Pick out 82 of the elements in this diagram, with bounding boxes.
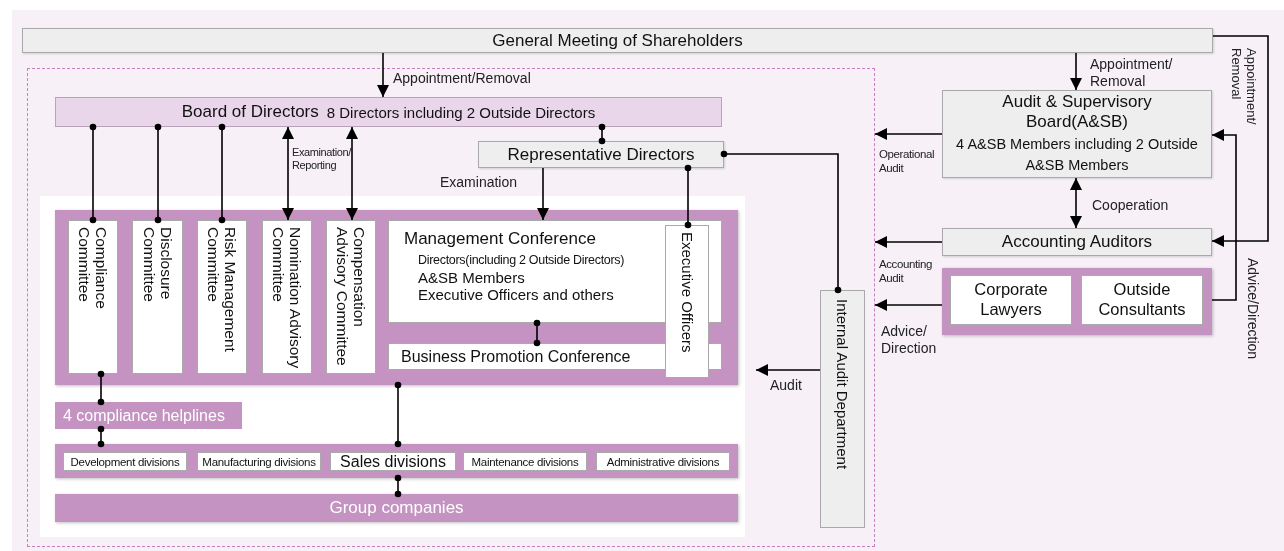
arrow <box>346 126 358 221</box>
connector-line <box>394 381 402 448</box>
edge-label: Advice/ Direction <box>881 323 938 357</box>
arrow <box>755 364 821 376</box>
department-box <box>820 290 865 528</box>
dashed-boundary <box>27 68 875 547</box>
arrow <box>874 128 943 140</box>
helpline-box <box>55 402 242 429</box>
node-title: Disclosure Committee <box>140 227 175 304</box>
node-title: Representative Directors <box>507 144 695 165</box>
node-text: 4 A&SB Members including 2 Outside A&SB Members <box>955 135 1199 176</box>
advisor-box <box>950 275 1072 325</box>
panel <box>55 444 738 478</box>
connector-line <box>394 474 402 498</box>
division-box <box>596 452 730 471</box>
division-box <box>63 452 187 471</box>
connector-line <box>218 123 226 224</box>
node-title: Compensation Advisory Committee <box>333 227 369 368</box>
advisor-box <box>1081 275 1203 325</box>
node-text: 8 Directors including 2 Outside Directors <box>326 103 596 121</box>
division-box <box>463 452 587 471</box>
arrow <box>377 52 389 98</box>
arrow <box>874 236 943 248</box>
edge-label: Examination <box>440 174 518 191</box>
edge-label: Examination/ Reporting <box>292 146 352 173</box>
node-title: Sales divisions <box>340 452 446 471</box>
node-title: Maintenance divisions <box>471 455 579 468</box>
node-title: Compliance Committee <box>75 227 111 311</box>
division-box <box>197 452 321 471</box>
edge-label: Operational Audit <box>879 148 936 176</box>
division-box <box>330 452 456 471</box>
node-title: Executive Officers <box>678 232 696 353</box>
arrow <box>537 167 549 221</box>
edge-label: Cooperation <box>1092 197 1169 214</box>
edge-label: Appointment/Removal <box>393 70 531 87</box>
connector-line <box>97 425 105 448</box>
node-title: Outside Consultants <box>1097 280 1187 320</box>
node-title: Development divisions <box>70 455 180 468</box>
process-box <box>478 141 724 168</box>
committee-box <box>326 220 376 374</box>
process-box <box>942 228 1212 256</box>
node-title: Internal Audit Department <box>834 299 851 470</box>
node-title: General Meeting of Shareholders <box>492 30 743 51</box>
arrow <box>282 126 294 221</box>
node-title: Accounting Auditors <box>1001 232 1153 252</box>
arrow <box>1070 52 1082 91</box>
node-title: Manufacturing divisions <box>202 455 316 468</box>
arrow <box>1211 35 1269 247</box>
connector-line <box>684 164 692 229</box>
edge-label: Audit <box>770 377 802 394</box>
board-box <box>942 90 1212 178</box>
edge-label: Advice/Direction <box>1244 258 1261 360</box>
panel <box>55 210 738 385</box>
group-box <box>55 494 738 522</box>
committee-box <box>197 220 247 374</box>
edge-label: Appointment/ Removal <box>1090 56 1174 90</box>
connector-line <box>89 123 97 224</box>
node-title: Group companies <box>329 498 464 518</box>
committee-box <box>262 220 312 374</box>
committee-box <box>68 220 118 374</box>
panel <box>942 268 1212 335</box>
node-title: Nomination Advisory Committee <box>269 227 305 371</box>
arrow <box>1070 177 1082 229</box>
node-title: Corporate Lawyers <box>973 280 1049 320</box>
edge-label: Appointment/ Removal <box>1228 48 1260 127</box>
arrow <box>874 299 943 311</box>
connector-line <box>154 123 162 224</box>
node-title: Board of Directors <box>181 102 319 122</box>
board-box <box>55 97 722 127</box>
officers-box <box>665 225 709 378</box>
node-title: Administrative divisions <box>606 455 720 468</box>
connector-line <box>720 150 842 294</box>
connector-line <box>598 123 606 145</box>
connector-line <box>97 370 105 406</box>
node-title: 4 compliance helplines <box>63 406 225 425</box>
node-title: Business Promotion Conference <box>401 347 631 366</box>
node-title: Audit & Supervisory Board(A&SB) <box>1001 91 1153 133</box>
arrow <box>1211 129 1237 301</box>
connector-line <box>533 319 541 347</box>
committee-box <box>132 220 183 374</box>
process-box <box>22 28 1213 53</box>
node-title: Risk Management Committee <box>204 227 240 354</box>
